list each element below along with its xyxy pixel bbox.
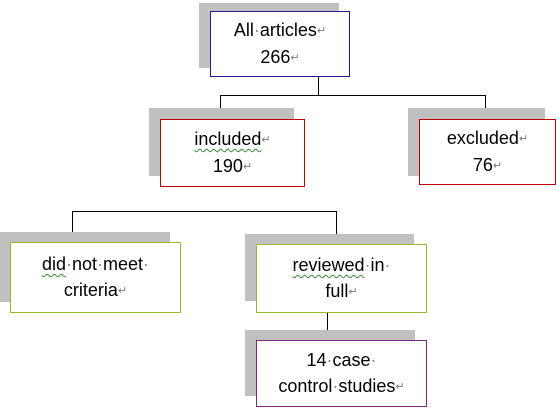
connector-root-down bbox=[318, 77, 319, 95]
node-included: included↵ 190↵ bbox=[160, 119, 305, 187]
node-excluded: excluded↵ 76↵ bbox=[419, 119, 556, 185]
node-not-meet-line1: did·not·meet· bbox=[41, 254, 150, 274]
node-included-line1: included↵ bbox=[194, 129, 271, 149]
node-case-control-line1: 14·case· bbox=[306, 350, 377, 370]
connector-to-excluded bbox=[485, 95, 486, 119]
connector-to-not-meet bbox=[72, 211, 73, 242]
connector-mid-horizontal bbox=[72, 211, 337, 212]
node-reviewed-line2: full↵ bbox=[325, 281, 358, 301]
node-all-articles: All·articles↵ 266↵ bbox=[210, 11, 350, 77]
node-did-not-meet-criteria: did·not·meet· criteria↵ bbox=[10, 242, 181, 313]
connector-to-reviewed bbox=[336, 211, 337, 244]
node-excluded-count: 76↵ bbox=[472, 155, 503, 175]
node-reviewed-in-full: reviewed·in· full↵ bbox=[256, 244, 427, 313]
node-all-articles-count: 266↵ bbox=[260, 47, 300, 67]
connector-top-horizontal bbox=[220, 95, 486, 96]
node-reviewed-line1: reviewed·in· bbox=[292, 255, 391, 275]
node-all-articles-line1: All·articles↵ bbox=[233, 20, 327, 40]
node-case-control-studies: 14·case· control·studies↵ bbox=[256, 340, 427, 407]
connector-to-case-control bbox=[327, 313, 328, 340]
connector-to-included bbox=[220, 95, 221, 119]
node-not-meet-line2: criteria↵ bbox=[63, 280, 128, 300]
node-excluded-line1: excluded↵ bbox=[446, 128, 529, 148]
node-included-count: 190↵ bbox=[212, 156, 253, 176]
node-case-control-line2: control·studies↵ bbox=[278, 376, 405, 396]
